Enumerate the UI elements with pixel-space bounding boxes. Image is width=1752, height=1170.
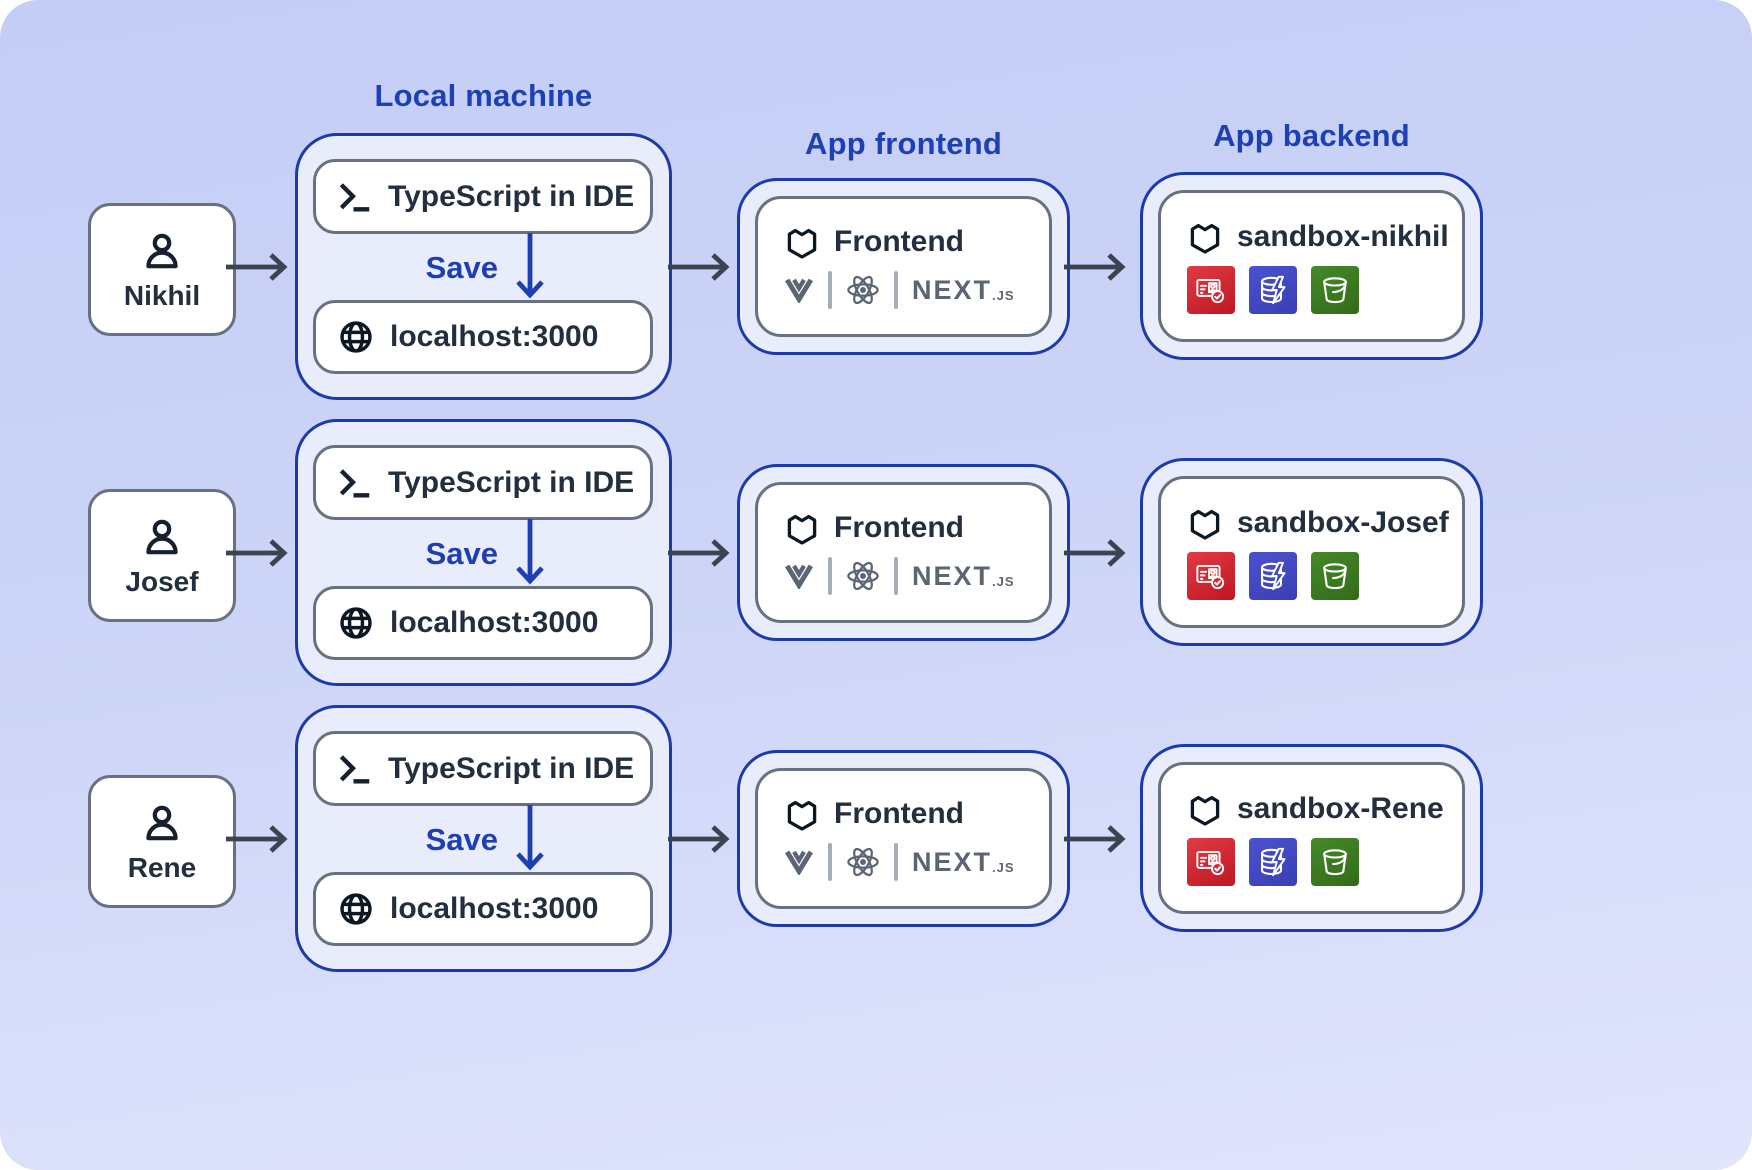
divider (828, 271, 832, 309)
local-machine-group: TypeScript in IDE Save localhost:3000 (295, 133, 672, 400)
backend-card: sandbox-nikhil (1158, 190, 1465, 342)
ide-label: TypeScript in IDE (388, 179, 635, 213)
workflow-row: Rene TypeScript in IDE Save localhost:30… (0, 705, 1752, 972)
arrow-right-icon (667, 823, 733, 855)
arrow-right-icon (1063, 823, 1129, 855)
user-name: Nikhil (123, 280, 201, 311)
frontend-card: Frontend NEXT.JS (755, 196, 1052, 337)
s3-icon (1311, 265, 1359, 314)
dynamodb-icon (1249, 551, 1297, 600)
terminal-icon (338, 752, 372, 786)
localhost-box: localhost:3000 (313, 872, 653, 946)
local-machine-group: TypeScript in IDE Save localhost:3000 (295, 705, 672, 972)
ide-label: TypeScript in IDE (388, 465, 635, 499)
localhost-box: localhost:3000 (313, 586, 653, 660)
react-icon (846, 845, 880, 879)
dynamodb-icon (1249, 265, 1297, 314)
localhost-label: localhost:3000 (390, 320, 599, 353)
globe-icon (338, 605, 374, 641)
workflow-row: Josef TypeScript in IDE Save localhost:3… (0, 419, 1752, 686)
divider (828, 557, 832, 595)
save-label: Save (425, 822, 498, 857)
user-card: Rene (88, 775, 236, 908)
package-icon (1187, 505, 1223, 541)
app-frontend-group: Frontend NEXT.JS (737, 464, 1070, 641)
package-icon (1187, 791, 1223, 827)
package-icon (784, 224, 820, 260)
person-icon (138, 513, 186, 561)
workflow-row: Nikhil TypeScript in IDE Save localhost:… (0, 133, 1752, 400)
terminal-icon (338, 466, 372, 500)
globe-icon (338, 319, 374, 355)
app-backend-group: sandbox-nikhil (1140, 172, 1483, 360)
arrow-right-icon (225, 823, 291, 855)
arrow-down-icon (510, 804, 550, 874)
column-header-app-backend: App backend (1213, 118, 1410, 153)
cognito-icon (1187, 551, 1235, 600)
nextjs-logo: NEXT.JS (912, 846, 1015, 877)
person-icon (138, 227, 186, 275)
cognito-icon (1187, 265, 1235, 314)
nextjs-logo: NEXT.JS (912, 560, 1015, 591)
s3-icon (1311, 551, 1359, 600)
package-icon (784, 510, 820, 546)
vue-icon (784, 278, 814, 303)
arrow-down-icon (510, 232, 550, 302)
save-label: Save (425, 536, 498, 571)
user-name: Rene (127, 852, 197, 883)
app-backend-group: sandbox-Rene (1140, 744, 1483, 932)
backend-card: sandbox-Rene (1158, 762, 1465, 914)
frontend-title: Frontend (834, 797, 964, 830)
package-icon (1187, 219, 1223, 255)
frontend-card: Frontend NEXT.JS (755, 482, 1052, 623)
divider (828, 843, 832, 881)
vue-icon (784, 564, 814, 589)
column-header-local-machine: Local machine (374, 78, 593, 113)
s3-icon (1311, 837, 1359, 886)
divider (894, 843, 898, 881)
backend-title: sandbox-Josef (1237, 505, 1449, 539)
localhost-label: localhost:3000 (390, 606, 599, 639)
arrow-right-icon (225, 537, 291, 569)
arrow-right-icon (667, 537, 733, 569)
nextjs-logo: NEXT.JS (912, 274, 1015, 305)
user-name: Josef (125, 566, 199, 597)
backend-title: sandbox-nikhil (1237, 219, 1449, 253)
arrow-right-icon (1063, 537, 1129, 569)
cognito-icon (1187, 837, 1235, 886)
ide-box: TypeScript in IDE (313, 731, 653, 806)
arrow-right-icon (1063, 251, 1129, 283)
divider (894, 557, 898, 595)
local-machine-group: TypeScript in IDE Save localhost:3000 (295, 419, 672, 686)
person-icon (138, 799, 186, 847)
ide-box: TypeScript in IDE (313, 445, 653, 520)
app-frontend-group: Frontend NEXT.JS (737, 178, 1070, 355)
localhost-box: localhost:3000 (313, 300, 653, 374)
backend-title: sandbox-Rene (1237, 791, 1444, 825)
save-label: Save (425, 250, 498, 285)
user-card: Nikhil (88, 203, 236, 336)
localhost-label: localhost:3000 (390, 892, 599, 925)
react-icon (846, 273, 880, 307)
vue-icon (784, 850, 814, 875)
arrow-down-icon (510, 518, 550, 588)
frontend-card: Frontend NEXT.JS (755, 768, 1052, 909)
frontend-title: Frontend (834, 225, 964, 258)
dynamodb-icon (1249, 837, 1297, 886)
ide-box: TypeScript in IDE (313, 159, 653, 234)
user-card: Josef (88, 489, 236, 622)
backend-card: sandbox-Josef (1158, 476, 1465, 628)
column-header-app-frontend: App frontend (805, 126, 1002, 161)
arrow-right-icon (225, 251, 291, 283)
app-backend-group: sandbox-Josef (1140, 458, 1483, 646)
ide-label: TypeScript in IDE (388, 751, 635, 785)
frontend-title: Frontend (834, 511, 964, 544)
react-icon (846, 559, 880, 593)
divider (894, 271, 898, 309)
globe-icon (338, 891, 374, 927)
app-frontend-group: Frontend NEXT.JS (737, 750, 1070, 927)
terminal-icon (338, 180, 372, 214)
package-icon (784, 796, 820, 832)
arrow-right-icon (667, 251, 733, 283)
